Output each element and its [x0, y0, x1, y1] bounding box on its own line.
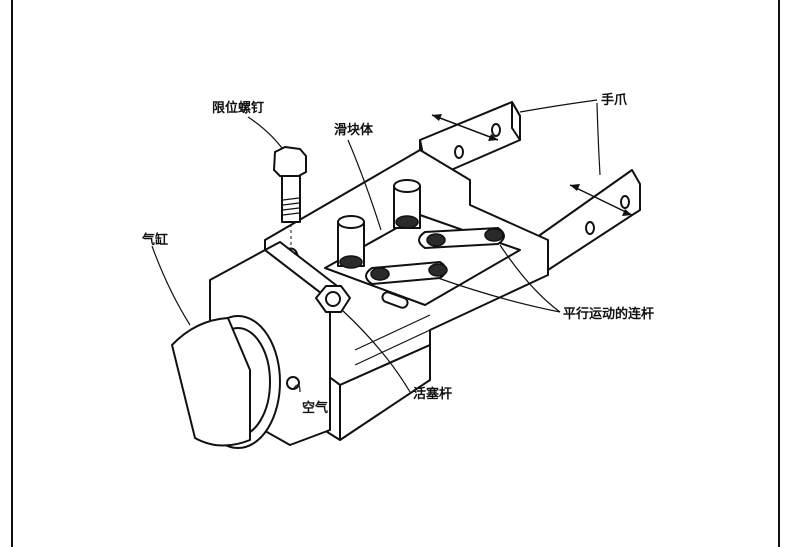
finger-motion-arrows [431, 114, 633, 216]
label-piston-rod: 活塞杆 [413, 386, 452, 402]
lower-finger [539, 169, 641, 276]
parallel-link-lower [365, 261, 448, 285]
slider-pins [337, 179, 421, 269]
limit-screw [273, 146, 307, 250]
label-gripper-fingers: 手爪 [601, 92, 628, 108]
label-slider-body: 滑块体 [334, 122, 374, 138]
label-air: 空气 [302, 400, 328, 416]
piston-rod-nut [315, 285, 351, 313]
leader-lines [151, 99, 601, 393]
cylinder-body [171, 241, 346, 449]
label-parallel-links: 平行运动的连杆 [563, 306, 654, 322]
parallel-link-upper [418, 227, 505, 249]
label-cylinder: 气缸 [142, 232, 168, 248]
label-limit-screw: 限位螺钉 [212, 100, 264, 116]
air-port [286, 376, 300, 390]
